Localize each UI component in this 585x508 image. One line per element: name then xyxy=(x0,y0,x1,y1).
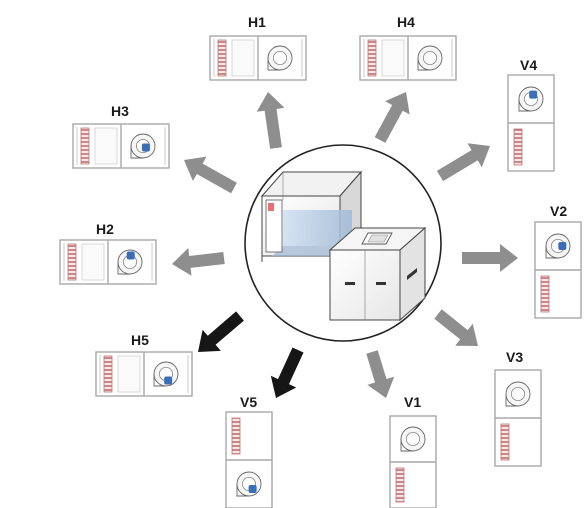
fan-outlet-h3 xyxy=(130,146,143,159)
label-h1: H1 xyxy=(248,14,266,30)
label-v5: V5 xyxy=(240,394,258,410)
arrow-to-h5 xyxy=(198,311,244,352)
fan-outlet-h4 xyxy=(417,58,430,71)
fan-outlet-v1 xyxy=(400,439,413,452)
unit-h5 xyxy=(95,351,193,397)
arrows-layer xyxy=(172,92,518,398)
fan-outlet-h2 xyxy=(117,262,130,275)
label-v1: V1 xyxy=(404,394,422,410)
coil-h5 xyxy=(103,355,113,393)
arrow-to-v3 xyxy=(434,309,478,346)
arrow-to-v4 xyxy=(436,143,490,182)
coil-h4 xyxy=(367,39,377,77)
fan-outlet-v5 xyxy=(236,484,249,497)
coil-h3 xyxy=(80,127,90,165)
motor-icon-v5 xyxy=(248,485,257,494)
fan-outlet-h5 xyxy=(153,374,166,387)
fan-wheel-h1 xyxy=(272,51,287,66)
unit-v1 xyxy=(389,415,437,508)
unit-v4 xyxy=(507,74,555,172)
unit-h1 xyxy=(209,35,307,81)
arrow-to-v5 xyxy=(270,347,304,398)
unit-h3 xyxy=(72,123,170,169)
central-units-illustration xyxy=(244,144,442,342)
unit-section-h2 xyxy=(81,243,105,281)
arrow-to-h2 xyxy=(172,248,225,276)
fan-outlet-v2 xyxy=(545,246,558,259)
coil-v4 xyxy=(513,128,523,166)
coil-v2 xyxy=(540,275,550,313)
coil-h1 xyxy=(217,39,227,77)
unit-section-h4 xyxy=(381,39,405,77)
arrow-to-h3 xyxy=(184,156,237,194)
unit-section-h3 xyxy=(94,127,118,165)
unit-section-h1 xyxy=(231,39,255,77)
label-h2: H2 xyxy=(96,221,114,237)
label-h3: H3 xyxy=(111,103,129,119)
arrow-to-h4 xyxy=(374,92,410,143)
motor-icon-h3 xyxy=(141,143,150,152)
coil-h2 xyxy=(67,243,77,281)
closed-unit-drawing xyxy=(328,226,427,322)
coil-v5 xyxy=(231,417,241,455)
coil-v3 xyxy=(500,423,510,461)
unit-v2 xyxy=(534,221,582,319)
arrow-to-v2 xyxy=(462,244,518,272)
units-layer xyxy=(59,35,582,508)
unit-h2 xyxy=(59,239,157,285)
motor-icon-v2 xyxy=(558,242,567,250)
open-unit-drawing xyxy=(260,170,363,262)
label-v4: V4 xyxy=(520,57,538,73)
fan-wheel-h4 xyxy=(422,51,437,66)
fan-outlet-v3 xyxy=(505,394,518,407)
motor-icon-h5 xyxy=(164,376,173,385)
fan-wheel-v1 xyxy=(405,431,420,446)
coil-v1 xyxy=(395,467,405,503)
label-h4: H4 xyxy=(397,14,415,30)
label-v3: V3 xyxy=(506,349,524,365)
fan-wheel-v3 xyxy=(510,386,525,401)
arrow-to-v1 xyxy=(366,350,395,398)
unit-v5 xyxy=(225,411,273,508)
fan-outlet-h1 xyxy=(267,58,280,71)
arrow-to-h1 xyxy=(256,92,285,149)
unit-h4 xyxy=(359,35,457,81)
unit-section-h5 xyxy=(117,355,141,393)
motor-icon-h2 xyxy=(126,251,135,260)
label-h5: H5 xyxy=(131,332,149,348)
unit-v3 xyxy=(494,369,542,467)
label-v2: V2 xyxy=(550,203,568,219)
fan-outlet-v4 xyxy=(518,99,531,112)
motor-icon-v4 xyxy=(529,90,538,99)
